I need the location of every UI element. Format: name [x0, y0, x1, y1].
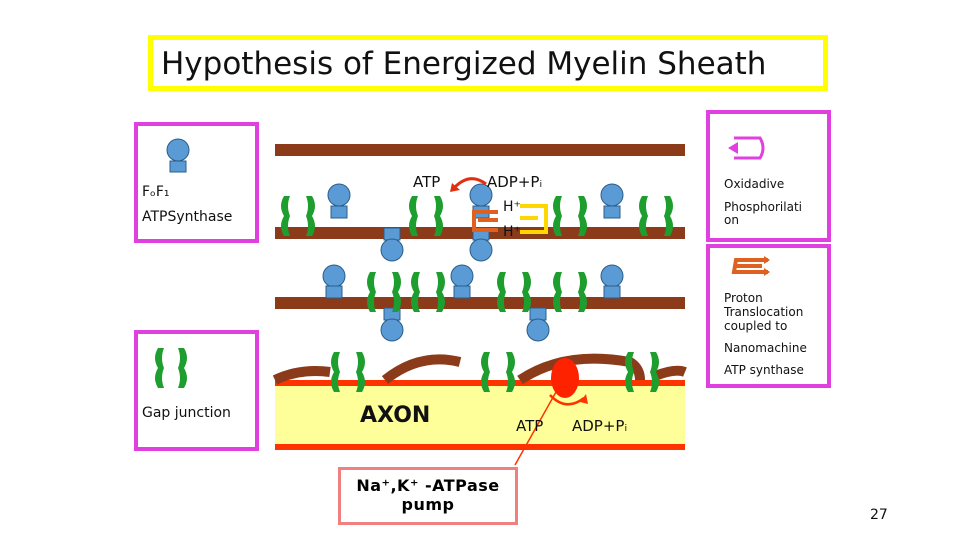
proton-translocation-icon: [731, 256, 770, 276]
membrane-arc-left: [272, 366, 331, 385]
oxidative-label: Oxidadive: [724, 177, 785, 191]
membrane-3: [275, 297, 685, 309]
atp-synthase-label: ATP synthase: [724, 363, 804, 377]
title-box: Hypothesis of Energized Myelin Sheath: [148, 35, 828, 91]
na-k-pump: [551, 358, 579, 398]
axon-top-edge: [275, 380, 685, 386]
atp-label-axon: ATP: [516, 417, 544, 435]
nanomachine-label: Nanomachine: [724, 341, 807, 355]
proton-arrows-center: [472, 204, 548, 234]
synthase-icon: [166, 138, 190, 173]
phosphorylation-label-1: Phosphorilati: [724, 200, 802, 214]
phosphorylation-label-2: on: [724, 213, 739, 227]
atp-adp-arrowhead-top: [450, 183, 460, 192]
page-number: 27: [870, 507, 888, 523]
h-plus-label-2: H⁺: [503, 224, 521, 240]
proton-box: [706, 244, 831, 388]
gap-junction-legend-icon: [155, 348, 187, 388]
synthase-row-3: [322, 264, 624, 299]
axon-label: AXON: [360, 403, 431, 428]
membrane-1: [275, 144, 685, 156]
slide-title: Hypothesis of Energized Myelin Sheath: [161, 46, 767, 82]
gap-junction-legend-box: [134, 330, 259, 451]
atp-label-top: ATP: [413, 173, 441, 191]
proton-label-1: Proton: [724, 291, 763, 305]
h-plus-label-1: H⁺: [503, 199, 521, 215]
synthase-name-label: ATPSynthase: [142, 209, 233, 225]
pump-connector: [514, 391, 557, 466]
proton-label-2: Translocation: [724, 305, 804, 319]
pump-label-line2: pump: [401, 495, 455, 514]
membrane-arc-mid: [381, 354, 462, 384]
pump-label-line1: Na⁺,K⁺ -ATPase: [356, 476, 500, 495]
synthase-legend-box: [134, 122, 259, 243]
atp-adp-arrow-top: [453, 177, 487, 189]
oxidative-arrow-icon: [728, 136, 765, 160]
membrane-arc-far-right: [653, 365, 687, 381]
synthase-row-2: [380, 227, 493, 262]
axon-bottom-edge: [275, 444, 685, 450]
axon-body: [275, 380, 685, 450]
gap-junction-label: Gap junction: [142, 405, 231, 421]
membrane-arc-right: [517, 353, 645, 385]
gap-junctions: [155, 196, 673, 392]
oxidative-box: [706, 110, 831, 242]
synthase-subscript-label: FₒF₁: [142, 184, 170, 200]
synthase-row-4: [380, 307, 550, 342]
pump-label-box: Na⁺,K⁺ -ATPase pump: [338, 467, 518, 525]
adp-label-top: ADP+Pᵢ: [487, 173, 543, 191]
adp-label-axon: ADP+Pᵢ: [572, 417, 628, 435]
atp-adp-arrowhead-axon: [580, 394, 588, 404]
proton-label-3: coupled to: [724, 319, 788, 333]
atp-adp-arrow-axon: [549, 394, 585, 406]
